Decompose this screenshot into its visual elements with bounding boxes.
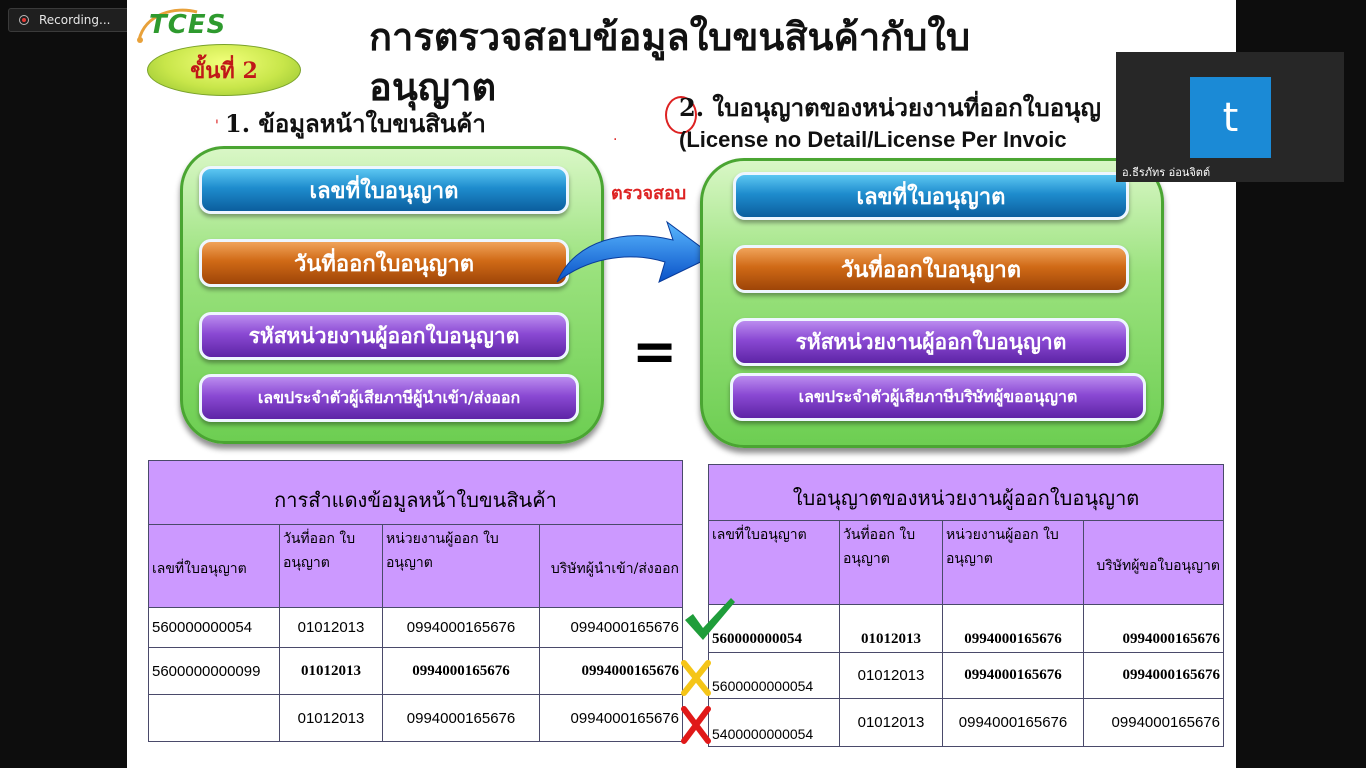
right-subheading: (License no Detail/License Per Invoic [679,127,1067,152]
column-header: บริษัทผู้นำเข้า/ส่งออก [539,524,683,608]
table-row: 01012013 0994000165676 0994000165676 [148,694,683,742]
recording-indicator[interactable]: Recording... [8,8,132,32]
right-heading: 2. ใบอนุญาตของหน่วยงานที่ออกใบอนุญ [679,93,1102,122]
column-header: หน่วยงานผู้ออก ใบอนุญาต [382,524,540,608]
cell: 5600000000054 [708,652,840,699]
step-badge: ขั้นที่ 2 [147,44,301,96]
table-row: 5400000000054 01012013 0994000165676 099… [708,698,1224,747]
cell: 0994000165676 [382,694,540,742]
cell: 0994000165676 [382,647,540,695]
logo-text: TCES [149,10,227,40]
cell: 560000000054 [148,607,280,648]
table-row: 560000000054 01012013 0994000165676 0994… [708,604,1224,653]
slide-title: การตรวจสอบข้อมูลใบขนสินค้ากับใบอนุญาต [369,15,971,109]
cell: 0994000165676 [942,652,1084,699]
cell: 0994000165676 [382,607,540,648]
cell: 0994000165676 [539,694,683,742]
column-header: บริษัทผู้ขอใบอนุญาต [1083,520,1224,605]
table-row: 560000000054 01012013 0994000165676 0994… [148,607,683,648]
cell: 01012013 [839,604,943,653]
participant-avatar: t [1190,77,1271,158]
table-title: การสำแดงข้อมูลหน้าใบขนสินค้า [148,460,683,525]
cell: 0994000165676 [1083,652,1224,699]
column-header: หน่วยงานผู้ออก ใบอนุญาต [942,520,1084,605]
left-field-tax-id: เลขประจำตัวผู้เสียภาษีผู้นำเข้า/ส่งออก [199,374,579,422]
cell [148,694,280,742]
cell: 0994000165676 [942,604,1084,653]
left-field-agency-code: รหัสหน่วยงานผู้ออกใบอนุญาต [199,312,569,360]
equals-sign: = [632,320,678,383]
x-icon-yellow [681,660,711,696]
cell: 5400000000054 [708,698,840,747]
table-row: 5600000000099 01012013 0994000165676 099… [148,647,683,695]
column-header: เลขที่ใบอนุญาต [148,524,280,608]
cell: 01012013 [839,698,943,747]
left-field-license-no: เลขที่ใบอนุญาต [199,166,569,214]
column-header: วันที่ออก ใบอนุญาต [839,520,943,605]
right-field-tax-id: เลขประจำตัวผู้เสียภาษีบริษัทผู้ขออนุญาต [730,373,1146,421]
presentation-slide: TCES ขั้นที่ 2 การตรวจสอบข้อมูลใบขนสินค้… [127,0,1236,768]
column-header: เลขที่ใบอนุญาต [708,520,840,605]
cell: 01012013 [279,607,383,648]
cell: 01012013 [279,647,383,695]
participant-name: อ.ธีรภัทร อ่อนจิตต์ [1122,166,1211,179]
recording-label: Recording... [39,13,111,27]
arrow-right-icon [556,220,714,283]
right-field-issue-date: วันที่ออกใบอนุญาต [733,245,1129,293]
cell: 0994000165676 [539,607,683,648]
cell: 0994000165676 [539,647,683,695]
right-field-license-no: เลขที่ใบอนุญาต [733,172,1129,220]
tces-logo: TCES [135,6,255,48]
cell: 01012013 [839,652,943,699]
check-icon [685,598,735,640]
cell: 0994000165676 [1083,698,1224,747]
participant-video-tile[interactable]: t อ.ธีรภัทร อ่อนจิตต์ [1116,52,1344,182]
cell: 01012013 [279,694,383,742]
cell: 0994000165676 [1083,604,1224,653]
license-table: ใบอนุญาตของหน่วยงานผู้ออกใบอนุญาต เลขที่… [708,464,1224,747]
right-field-agency-code: รหัสหน่วยงานผู้ออกใบอนุญาต [733,318,1129,366]
cell: 560000000054 [708,604,840,653]
x-icon-red [681,706,711,744]
record-icon [19,15,29,25]
check-label: ตรวจสอบ [611,183,687,204]
table-row: 5600000000054 01012013 0994000165676 099… [708,652,1224,699]
left-heading: 1. ข้อมูลหน้าใบขนสินค้า [225,109,486,138]
logo-swoosh [137,8,198,43]
annotation-mark: ' [215,118,219,134]
cell: 0994000165676 [942,698,1084,747]
column-header: วันที่ออก ใบอนุญาต [279,524,383,608]
left-field-issue-date: วันที่ออกใบอนุญาต [199,239,569,287]
table-title: ใบอนุญาตของหน่วยงานผู้ออกใบอนุญาต [708,464,1224,521]
declaration-table: การสำแดงข้อมูลหน้าใบขนสินค้า เลขที่ใบอนุ… [148,460,683,742]
annotation-mark: · [613,132,618,148]
cell: 5600000000099 [148,647,280,695]
annotation-circle [665,96,697,134]
